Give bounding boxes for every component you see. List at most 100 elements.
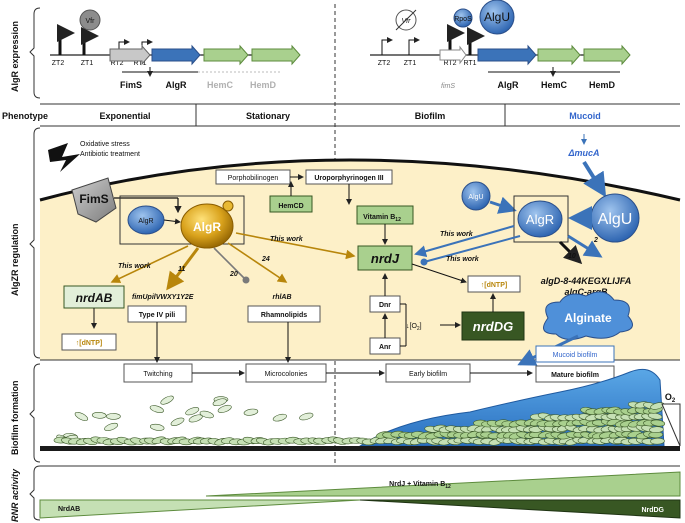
gene-algr-left <box>151 44 201 66</box>
svg-text:Stationary: Stationary <box>246 111 290 121</box>
nrdj-wedge <box>205 471 681 497</box>
fimu-label: fimUpilVWXY1Y2E <box>132 294 194 301</box>
svg-text:HemC: HemC <box>207 80 234 90</box>
svg-text:AlgR: AlgR <box>138 218 153 225</box>
nrdj-label: nrdJ <box>371 251 400 266</box>
svg-text:Rhamnolipids: Rhamnolipids <box>261 312 307 319</box>
svg-text:20: 20 <box>229 271 238 278</box>
svg-text:2: 2 <box>593 237 598 244</box>
svg-text:AlgU: AlgU <box>484 10 510 24</box>
nrddg-wedge <box>359 499 681 519</box>
svg-text:Twitching: Twitching <box>143 371 172 378</box>
svg-text:NrdDG: NrdDG <box>641 507 664 514</box>
svg-text:ZT2: ZT2 <box>378 60 391 67</box>
bacterium-cell <box>91 411 107 419</box>
svg-text:This work: This work <box>446 256 480 263</box>
algr-targets: This work This work 11 20 24 <box>110 232 356 291</box>
svg-text:11: 11 <box>178 266 185 273</box>
svg-text:Oxidative stress: Oxidative stress <box>80 141 130 148</box>
svg-text:Phenotype: Phenotype <box>2 111 48 121</box>
svg-text:algD-8-44KEGXLIJFA: algD-8-44KEGXLIJFA <box>541 276 632 286</box>
svg-text:RpoS: RpoS <box>454 16 472 23</box>
mature-biofilm-box <box>535 365 615 383</box>
gene-hemd-right <box>583 44 631 66</box>
svg-text:nrdDG: nrdDG <box>473 319 513 334</box>
svg-text:Type IV pili: Type IV pili <box>139 312 175 319</box>
nrdab-wedge <box>39 499 361 519</box>
svg-text:Vfr: Vfr <box>402 18 412 25</box>
phenotype-row: Phenotype Exponential Stationary Biofilm… <box>2 103 680 127</box>
svg-text:10: 10 <box>568 253 576 260</box>
svg-text:AlgR: AlgR <box>498 80 519 90</box>
svg-text:Anr: Anr <box>379 344 391 351</box>
svg-text:NrdJ + Vitamin B12: NrdJ + Vitamin B12 <box>389 481 451 490</box>
svg-text:This work: This work <box>270 236 304 243</box>
svg-text:Alginate: Alginate <box>564 311 612 325</box>
bacterium-cell <box>74 411 89 421</box>
svg-text:fimS: fimS <box>441 83 455 90</box>
svg-text:NrdAB: NrdAB <box>58 506 80 513</box>
rhamno-box <box>247 305 321 323</box>
gene-hemd-left <box>251 44 301 66</box>
svg-text:RT1: RT1 <box>133 60 146 67</box>
vfr-left-label: Vfr <box>86 18 96 25</box>
gene-hemc-right <box>537 44 581 66</box>
label-algzr-regulation: AlgZR regulation <box>10 224 20 297</box>
svg-text:24: 24 <box>261 256 270 263</box>
mucoid-biofilm-box <box>535 345 615 363</box>
svg-text:↑[dNTP]: ↑[dNTP] <box>481 282 507 289</box>
svg-text:Mucoid: Mucoid <box>569 111 601 121</box>
lightning-icon <box>48 143 80 172</box>
algr-complex-left: AlgR AlgR <box>119 195 245 249</box>
svg-text:Dnr: Dnr <box>379 302 391 309</box>
svg-text:This work: This work <box>118 263 152 270</box>
label-biofilm-formation: Biofilm formation <box>10 381 20 456</box>
bacterium-cell <box>149 405 164 413</box>
label-algr-expression: AlgR expression <box>10 21 20 92</box>
svg-text:Vitamin B12: Vitamin B12 <box>363 214 401 223</box>
bacterium-cell <box>104 422 119 431</box>
svg-text:FimS: FimS <box>79 192 108 206</box>
svg-text:Early biofilm: Early biofilm <box>409 371 447 378</box>
gene-fims-right <box>439 45 467 65</box>
label-rnr-activity: RNR activity <box>10 468 20 522</box>
biofilm-flow: Twitching Microcolonies Early biofilm <box>123 363 533 383</box>
rnr-activity: NrdJ + Vitamin B12 NrdAB NrdDG <box>39 465 681 519</box>
svg-text:RT2: RT2 <box>443 60 456 67</box>
nrdj-box <box>357 245 413 271</box>
svg-text:Exponential: Exponential <box>99 111 150 121</box>
oxygen-gradient <box>661 403 681 447</box>
svg-text:Uroporphyrinogen III: Uroporphyrinogen III <box>314 175 383 182</box>
svg-text:↓[O2]: ↓[O2] <box>406 323 422 332</box>
gene-algr-right <box>477 44 537 66</box>
svg-text:Antibiotic treatment: Antibiotic treatment <box>80 151 140 158</box>
svg-text:Microcolonies: Microcolonies <box>265 371 308 378</box>
svg-text:↑[dNTP]: ↑[dNTP] <box>76 340 102 347</box>
svg-text:HemCD: HemCD <box>278 203 303 210</box>
side-brackets <box>29 7 41 521</box>
svg-text:Mature biofilm: Mature biofilm <box>551 372 599 379</box>
mucoid-regulation: ΔmucA AlgU AlgU AlgR This work This work… <box>414 134 640 366</box>
svg-text:AlgU: AlgU <box>598 211 633 228</box>
svg-text:HemC: HemC <box>541 80 568 90</box>
svg-text:algC-argB: algC-argB <box>564 287 608 297</box>
svg-text:AlgU: AlgU <box>468 194 483 201</box>
svg-text:FimS: FimS <box>120 80 142 90</box>
svg-text:Mucoid biofilm: Mucoid biofilm <box>553 352 598 359</box>
svg-text:Biofilm: Biofilm <box>415 111 446 121</box>
svg-text:HemD: HemD <box>589 80 616 90</box>
gene-hemc-left <box>203 44 249 66</box>
bacterium-cell <box>170 417 185 426</box>
bacterium-cell <box>650 419 666 427</box>
fims-sensor: FimS <box>71 177 117 223</box>
dntp-left-box <box>61 333 117 351</box>
bacterium-cell <box>160 395 174 405</box>
anaerobic-block: Dnr Anr ↓[O2] nrdDG ↑[dNTP] <box>369 263 525 355</box>
svg-text:O2: O2 <box>665 392 676 404</box>
stress-block: Oxidative stress Antibiotic treatment <box>48 141 140 172</box>
svg-text:AlgR: AlgR <box>526 212 554 227</box>
svg-text:This work: This work <box>440 231 474 238</box>
operon-right: Vfr RpoS AlgU ZT2 ZT1 RT2 RT1 fimS AlgR … <box>370 0 631 90</box>
svg-text:ZT1: ZT1 <box>404 60 417 67</box>
